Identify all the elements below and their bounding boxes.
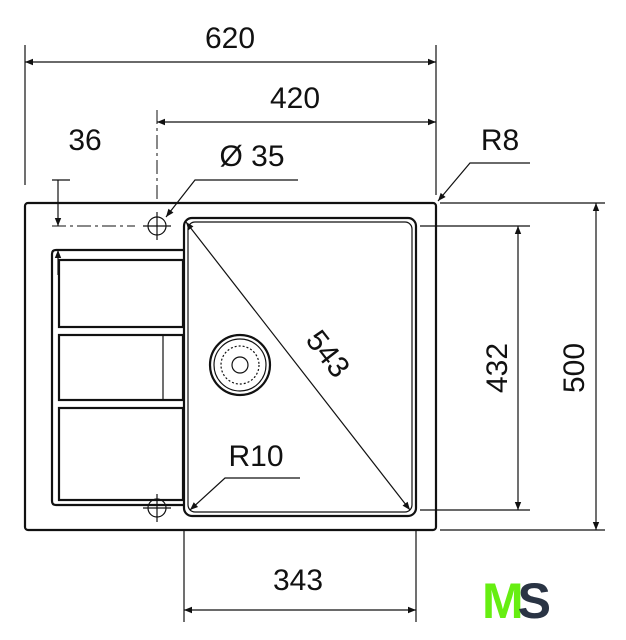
dim-420: 420 [270, 82, 320, 115]
logo-s: S [517, 573, 551, 629]
tap-hole-bottom [143, 494, 171, 522]
dim-r8: R8 [481, 124, 519, 157]
dim-343: 343 [273, 564, 323, 597]
dim-432: 432 [481, 343, 514, 393]
strainer-icon [208, 333, 272, 397]
dim-r10: R10 [228, 440, 283, 473]
dim-36: 36 [68, 124, 101, 157]
ms-logo: MS [482, 573, 551, 629]
tap-hole-top [143, 212, 171, 240]
drainboard [50, 248, 185, 507]
sink-outline [23, 201, 438, 532]
bowl-outline [182, 216, 418, 518]
dim-500: 500 [558, 343, 591, 393]
dim-543: 543 [299, 324, 356, 384]
dim-620: 620 [205, 22, 255, 55]
logo-m: M [482, 573, 524, 629]
dim-tap-hole: Ø 35 [219, 140, 284, 173]
